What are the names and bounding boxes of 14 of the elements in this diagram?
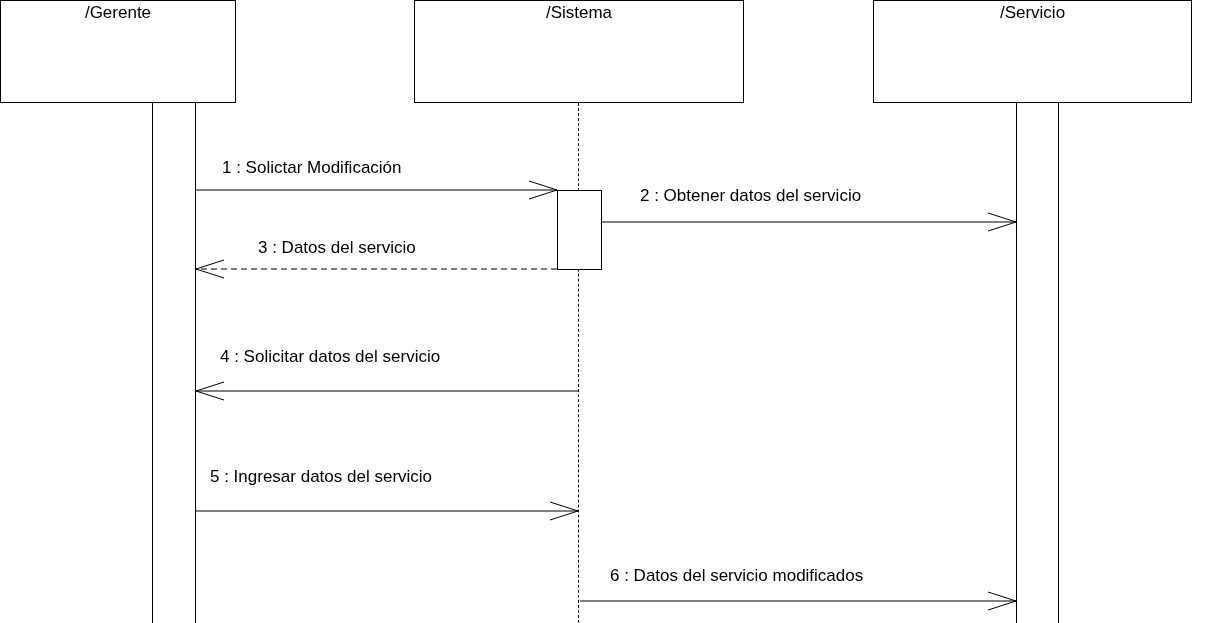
lifeline-head-box: /Sistema bbox=[414, 0, 744, 103]
return-message-arrow bbox=[195, 259, 558, 279]
lifeline-head-box: /Servicio bbox=[873, 0, 1192, 103]
activation-bar bbox=[557, 190, 602, 270]
activation-bar bbox=[152, 102, 196, 623]
message-label: 5 : Ingresar datos del servicio bbox=[210, 467, 433, 487]
message-arrow bbox=[195, 501, 579, 521]
message-arrow bbox=[195, 381, 579, 401]
message-arrow bbox=[601, 212, 1017, 232]
lifeline-head-box: /Gerente bbox=[0, 0, 236, 103]
activation-bar bbox=[1016, 102, 1059, 623]
lifeline bbox=[578, 103, 580, 623]
message-arrow bbox=[579, 591, 1017, 611]
message-arrow bbox=[195, 180, 558, 200]
